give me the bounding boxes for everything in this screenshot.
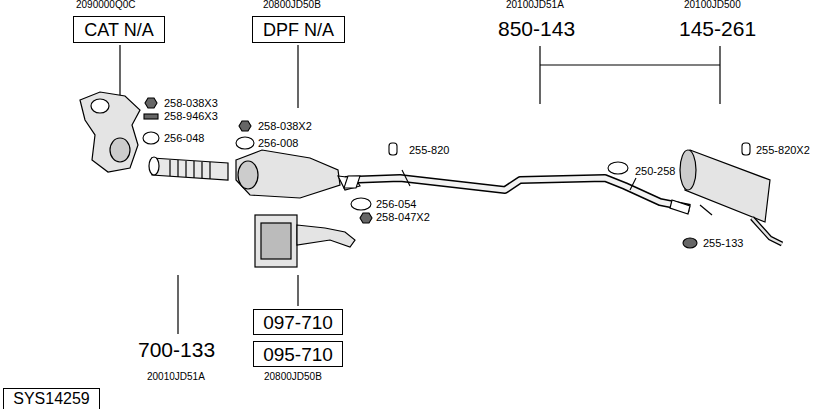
rear-muffler xyxy=(670,150,782,244)
part-number-box: DPF N/A xyxy=(252,16,345,43)
part-label: 2090000Q0C xyxy=(75,0,137,10)
part-label: 20800JD50B xyxy=(262,0,322,10)
system-code-box: SYS14259 xyxy=(3,388,100,409)
part-label: 258-946X3 xyxy=(163,111,219,122)
fitting-icons xyxy=(143,98,750,248)
part-label: 256-048 xyxy=(163,133,205,144)
flex-pipe xyxy=(149,157,228,180)
part-number-box: 097-710 xyxy=(253,309,343,335)
part-label: 20010JD51A xyxy=(146,372,206,382)
box-text: SYS14259 xyxy=(13,391,90,407)
part-number-box: 095-710 xyxy=(253,341,343,367)
part-label: 255-820X2 xyxy=(755,145,811,156)
leader-lines xyxy=(120,45,720,334)
callout-number: 145-261 xyxy=(678,18,757,39)
part-label: 258-038X3 xyxy=(163,98,219,109)
part-label: 250-258 xyxy=(634,166,676,177)
part-label: 258-038X2 xyxy=(257,121,313,132)
part-number-box: CAT N/A xyxy=(73,16,165,43)
part-label: 256-008 xyxy=(257,138,299,149)
box-text: 097-710 xyxy=(263,313,333,332)
part-label: 20800JD50B xyxy=(263,372,323,382)
dpf-part xyxy=(255,215,355,267)
part-label: 20100JD500 xyxy=(683,0,742,10)
part-label: 255-820 xyxy=(408,145,450,156)
dpf-part xyxy=(236,150,360,198)
part-label: 258-047X2 xyxy=(375,212,431,223)
callout-number: 850-143 xyxy=(497,18,576,39)
part-label: 256-054 xyxy=(375,199,417,210)
callout-number: 700-133 xyxy=(137,339,216,360)
part-label: 255-133 xyxy=(702,238,744,249)
part-label: 20100JD51A xyxy=(505,0,565,10)
catalyst-part xyxy=(80,92,140,172)
box-text: CAT N/A xyxy=(84,21,153,39)
box-text: DPF N/A xyxy=(263,21,334,39)
box-text: 095-710 xyxy=(263,345,333,364)
